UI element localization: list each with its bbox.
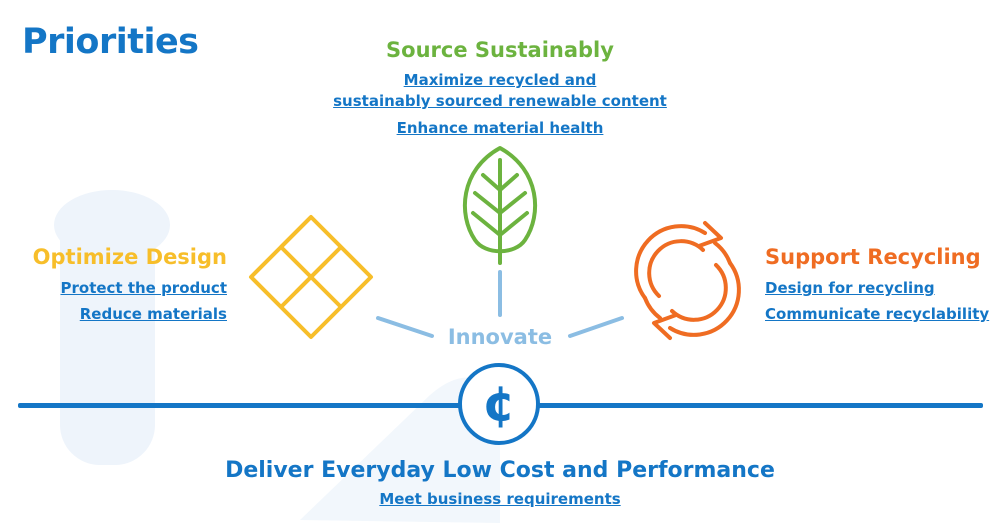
- optimize-link-protect[interactable]: Protect the product: [60, 279, 228, 297]
- leaf-icon: [462, 146, 538, 265]
- recycle-arrows-icon: [634, 221, 741, 340]
- optimize-link-reduce[interactable]: Reduce materials: [79, 305, 227, 323]
- source-link-maximize-line1[interactable]: Maximize recycled and: [403, 71, 597, 89]
- source-heading: Source Sustainably: [386, 38, 614, 62]
- optimize-heading: Optimize Design: [32, 245, 227, 269]
- recycling-link-design[interactable]: Design for recycling: [765, 279, 935, 297]
- source-section: Source Sustainably Maximize recycled and…: [300, 38, 700, 139]
- recycling-section: Support Recycling Design for recycling C…: [765, 245, 995, 325]
- recycling-link-communicate[interactable]: Communicate recyclability: [765, 305, 990, 323]
- cost-heading: Deliver Everyday Low Cost and Performanc…: [225, 458, 775, 483]
- page-title: Priorities: [22, 22, 199, 62]
- source-link-maximize-line2[interactable]: sustainably sourced renewable content: [333, 92, 667, 110]
- cost-link-business[interactable]: Meet business requirements: [379, 490, 621, 508]
- source-link-material-health[interactable]: Enhance material health: [396, 119, 604, 137]
- optimize-section: Optimize Design Protect the product Redu…: [20, 245, 227, 325]
- cost-section: Deliver Everyday Low Cost and Performanc…: [200, 458, 800, 510]
- recycling-heading: Support Recycling: [765, 245, 981, 269]
- cent-coin-icon: ¢: [458, 363, 540, 445]
- cent-symbol: ¢: [482, 376, 516, 432]
- innovate-label: Innovate: [447, 325, 553, 349]
- interlocking-squares-icon: [249, 215, 373, 339]
